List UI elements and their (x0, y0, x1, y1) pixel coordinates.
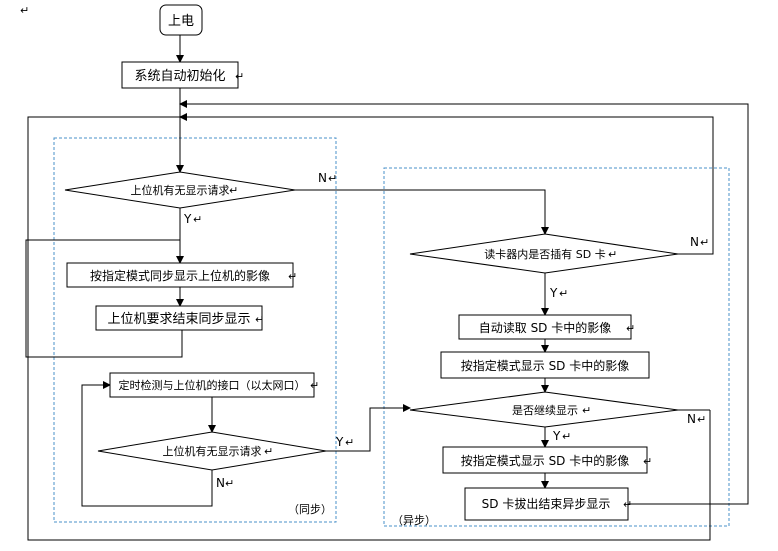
return-mark: ↵ (20, 4, 29, 17)
edge-label-y2: Y (549, 286, 558, 300)
return-mark: ↵ (697, 413, 706, 426)
node-sync-end: 上位机要求结束同步显示 (95, 305, 263, 331)
return-mark: ↵ (264, 445, 273, 458)
return-mark: ↵ (643, 455, 652, 468)
node-sd-removed: SD 卡拔出结束异步显示 (464, 487, 629, 521)
return-mark: ↵ (608, 248, 617, 261)
return-mark: ↵ (225, 477, 234, 490)
return-mark: ↵ (288, 270, 297, 283)
node-power-on-label: 上电 (168, 14, 194, 29)
sync-group-frame (53, 137, 337, 523)
edge-label-n1: N (318, 171, 327, 185)
connectors (25, 35, 749, 541)
return-mark: ↵ (623, 498, 632, 511)
return-marks: ↵ ↵ ↵ ↵ ↵ ↵ ↵ ↵ ↵ ↵ ↵ ↵ ↵ ↵ ↵ ↵ ↵ ↵ ↵ ↵ (20, 4, 709, 511)
return-mark: ↵ (626, 322, 635, 335)
return-mark: ↵ (255, 313, 264, 326)
node-show-sd: 按指定模式显示 SD 卡中的影像 (440, 351, 650, 379)
node-show-sd-label: 按指定模式显示 SD 卡中的影像 (461, 358, 630, 373)
edge-label-n2: N (690, 235, 699, 249)
return-mark: ↵ (582, 404, 591, 417)
decision-query-display-2-label: 上位机有无显示请求 (163, 444, 262, 458)
return-mark: ↵ (310, 379, 319, 392)
edge-label-y1: Y (183, 212, 192, 226)
decision-continue-show-label: 是否继续显示 (512, 403, 578, 417)
edge-label-y4: Y (335, 435, 344, 449)
return-mark: ↵ (562, 430, 571, 443)
decision-sd-inserted-label: 读卡器内是否插有 SD 卡 (484, 247, 605, 261)
return-mark: ↵ (193, 213, 202, 226)
return-mark: ↵ (345, 436, 354, 449)
edge-label-y3: Y (552, 429, 561, 443)
decision-query-display-2: 上位机有无显示请求 (97, 431, 327, 471)
decision-query-display-1-label: 上位机有无显示请求 (131, 183, 230, 197)
edge-label-n3: N (687, 412, 696, 426)
return-mark: ↵ (700, 236, 709, 249)
node-timer-check-label: 定时检测与上位机的接口（以太网口） (119, 378, 306, 392)
group-label-sync: （同步） (288, 503, 332, 516)
node-read-sd-label: 自动读取 SD 卡中的影像 (479, 320, 612, 335)
return-mark: ↵ (328, 172, 337, 185)
node-sd-removed-label: SD 卡拔出结束异步显示 (482, 496, 611, 511)
node-show-sd-2-label: 按指定模式显示 SD 卡中的影像 (461, 453, 630, 468)
node-timer-check: 定时检测与上位机的接口（以太网口） (109, 372, 315, 398)
return-mark: ↵ (559, 287, 568, 300)
node-sync-end-label: 上位机要求结束同步显示 (107, 312, 250, 327)
decision-query-display-1: 上位机有无显示请求 (64, 171, 296, 209)
return-mark: ↵ (235, 70, 244, 83)
node-sync-show-label: 按指定模式同步显示上位机的影像 (90, 268, 270, 283)
return-mark: ↵ (229, 184, 238, 197)
group-label-async: （异步） (392, 514, 436, 527)
node-read-sd: 自动读取 SD 卡中的影像 (458, 314, 632, 340)
node-show-sd-2: 按指定模式显示 SD 卡中的影像 (442, 446, 648, 474)
node-sys-init: 系统自动初始化 (121, 61, 239, 89)
node-sys-init-label: 系统自动初始化 (134, 69, 225, 84)
async-group-frame (383, 167, 730, 527)
edge-label-n4: N (216, 476, 225, 490)
decision-continue-show: 是否继续显示 (409, 391, 679, 428)
node-power-on: 上电 (159, 4, 203, 36)
node-sync-show: 按指定模式同步显示上位机的影像 (66, 262, 294, 288)
decision-sd-inserted: 读卡器内是否插有 SD 卡 (409, 233, 679, 274)
